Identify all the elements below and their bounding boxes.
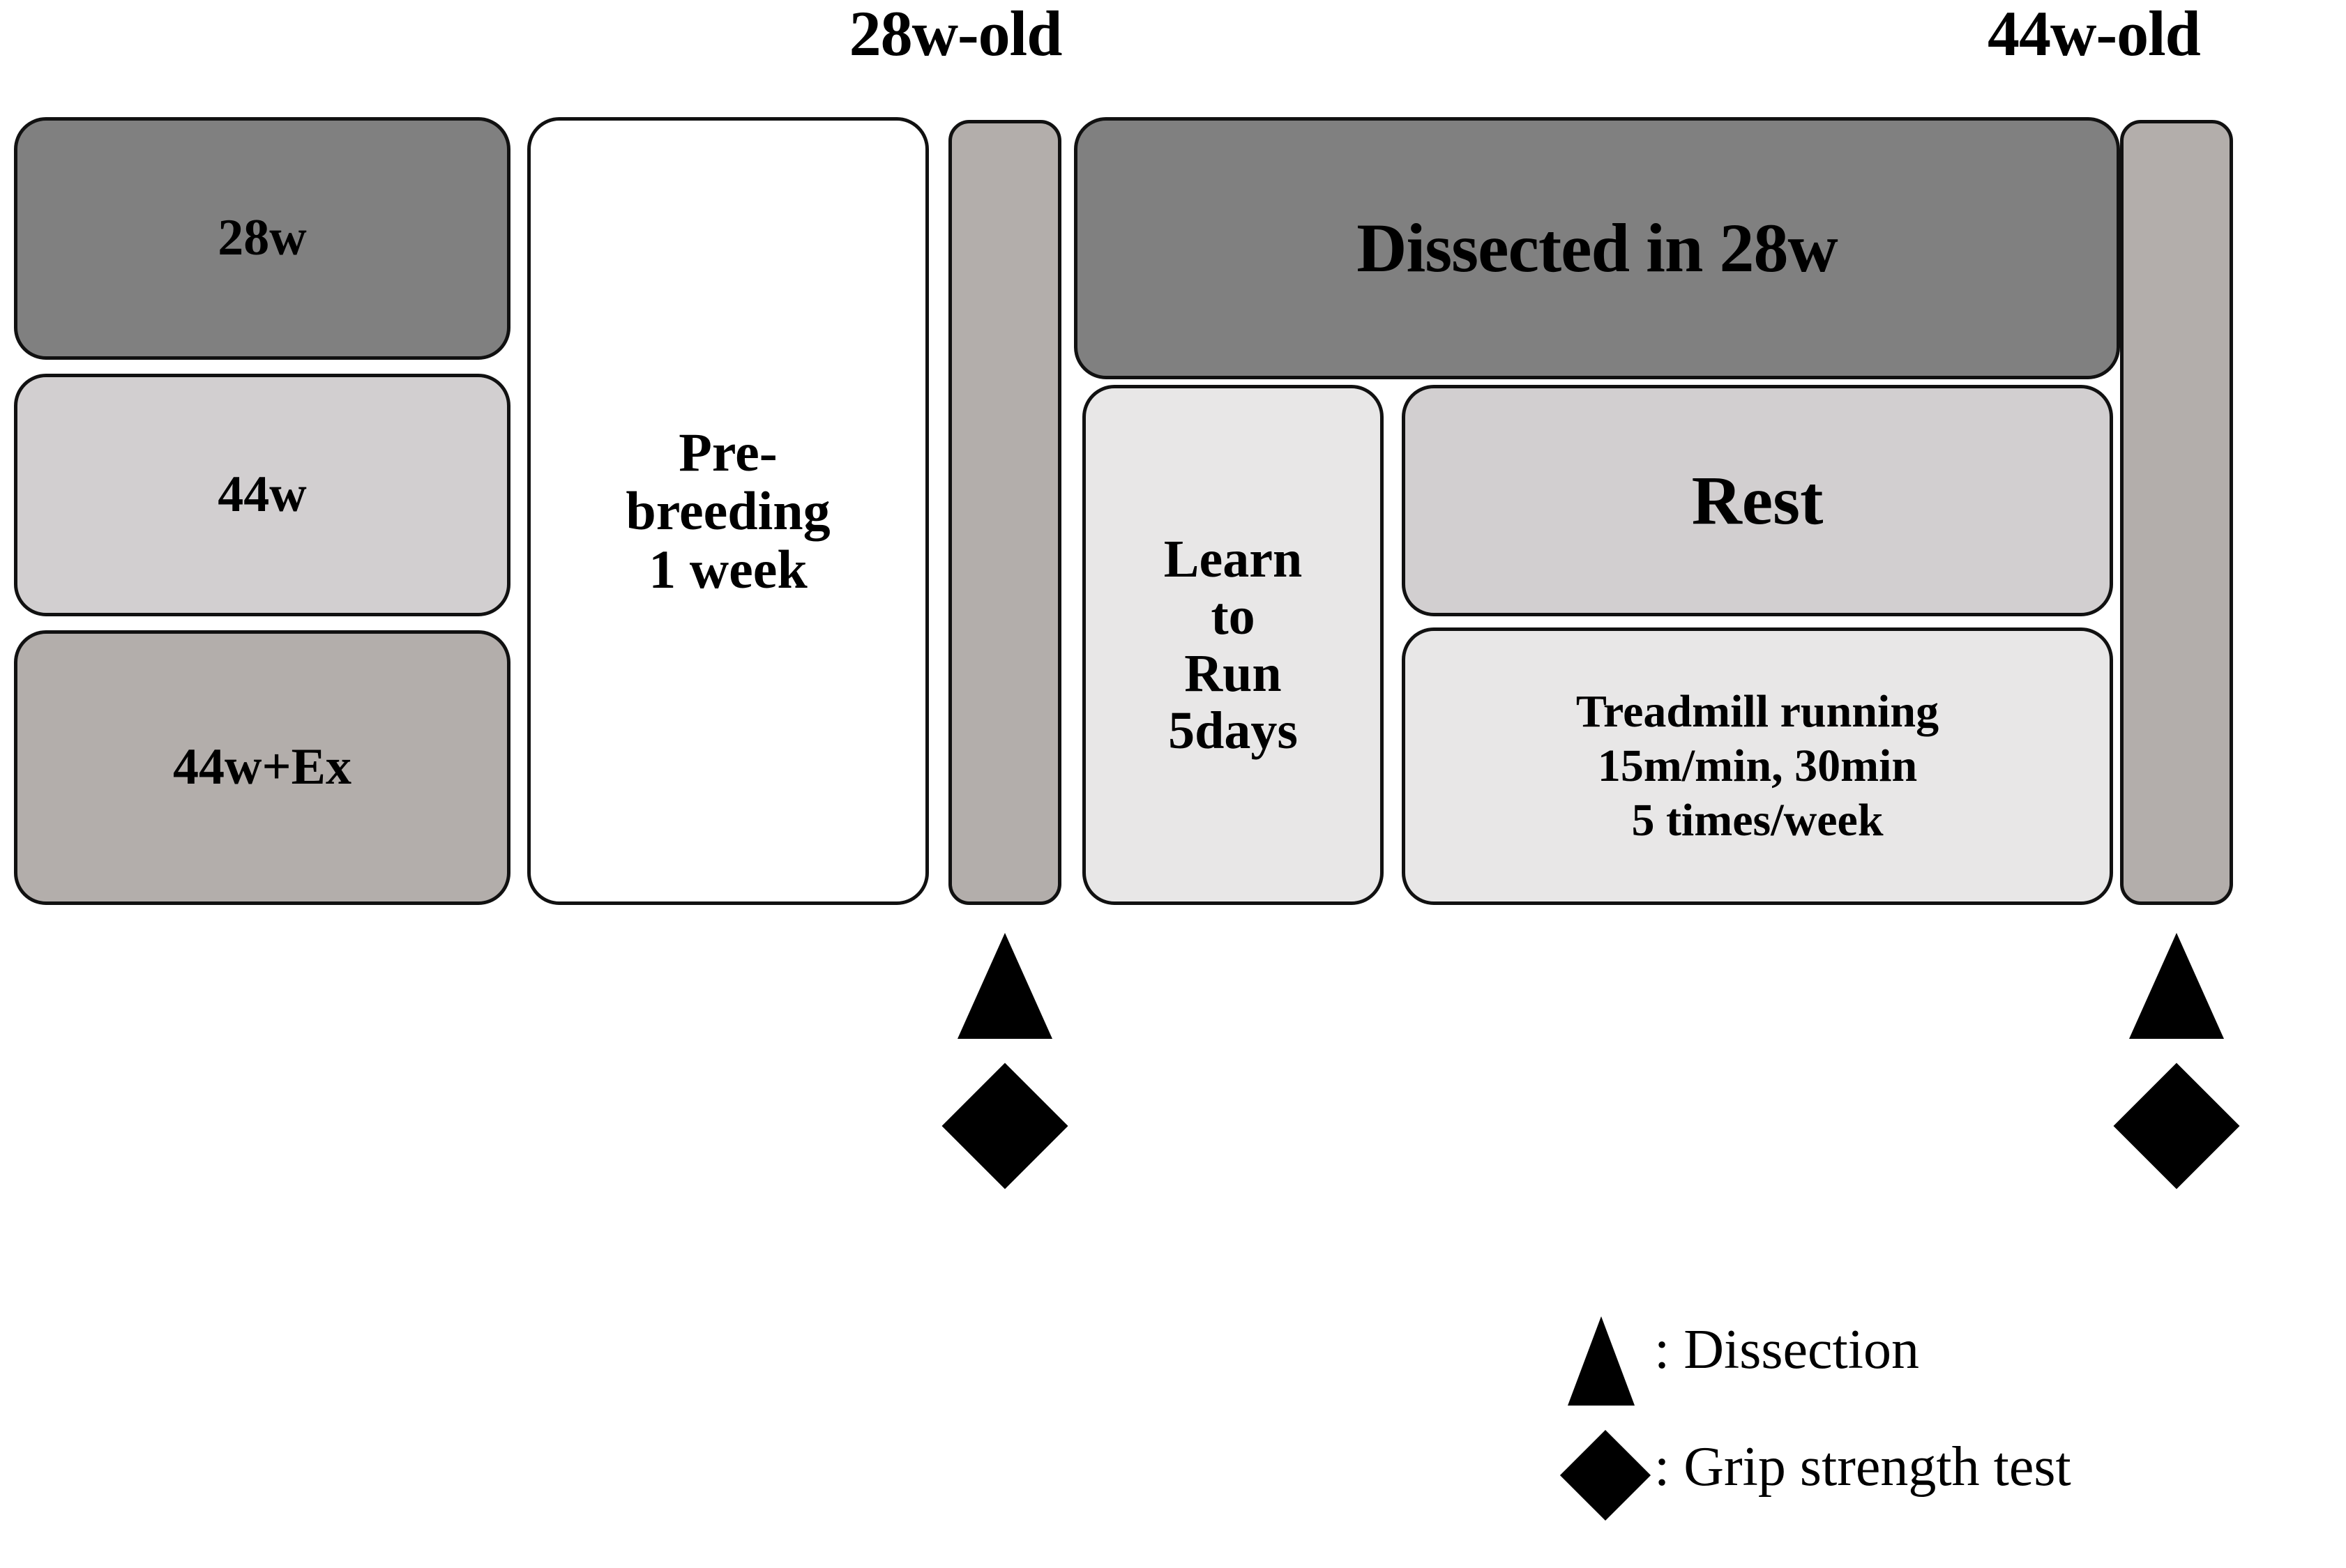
grip-strength-marker-28w-diamond-icon bbox=[941, 1063, 1068, 1189]
learn-to-run-line-2: to bbox=[1211, 586, 1255, 646]
grip-strength-marker-44w-diamond-icon bbox=[2113, 1063, 2240, 1189]
legend-item-dissection: : Dissection bbox=[1555, 1311, 2336, 1428]
phase-rest: Rest bbox=[1402, 385, 2113, 616]
phase-learn-to-run: Learn to Run 5days bbox=[1082, 385, 1384, 905]
treadmill-line-3: 5 times/week bbox=[1631, 794, 1884, 846]
group-label-text: 44w+Ex bbox=[173, 738, 351, 796]
group-label-text: 28w bbox=[218, 209, 307, 267]
dissection-marker-44w-triangle-icon bbox=[2129, 933, 2224, 1039]
rest-label: Rest bbox=[1691, 462, 1824, 539]
learn-to-run-line-3: Run bbox=[1184, 644, 1282, 703]
treadmill-line-2: 15m/min, 30min bbox=[1597, 740, 1918, 792]
group-label-44w: 44w bbox=[14, 374, 510, 616]
timepoint-header-44w-old: 44w-old bbox=[1988, 0, 2201, 69]
group-label-text: 44w bbox=[218, 466, 307, 524]
treadmill-line-1: Treadmill running bbox=[1575, 686, 1939, 738]
pre-breeding-line-3: 1 week bbox=[649, 539, 808, 600]
phase-pre-breeding: Pre- breeding 1 week bbox=[527, 117, 929, 905]
phase-dissected-28w: Dissected in 28w bbox=[1074, 117, 2120, 379]
group-label-28w: 28w bbox=[14, 117, 510, 360]
timepoint-header-28w-old: 28w-old bbox=[849, 0, 1063, 69]
legend-label-grip-strength-test: : Grip strength test bbox=[1654, 1436, 2071, 1498]
legend-item-grip-strength-test: : Grip strength test bbox=[1555, 1428, 2336, 1545]
dissection-marker-28w-triangle-icon bbox=[958, 933, 1052, 1039]
learn-to-run-line-4: 5days bbox=[1168, 701, 1298, 761]
timepoint-bar-28w bbox=[948, 120, 1061, 905]
pre-breeding-line-2: breeding bbox=[626, 480, 831, 541]
group-label-44w-ex: 44w+Ex bbox=[14, 630, 510, 905]
legend-label-dissection: : Dissection bbox=[1654, 1319, 1919, 1380]
dissected-label: Dissected in 28w bbox=[1356, 209, 1838, 287]
phase-treadmill-running: Treadmill running 15m/min, 30min 5 times… bbox=[1402, 627, 2113, 905]
learn-to-run-line-1: Learn bbox=[1163, 529, 1303, 588]
diamond-icon bbox=[1555, 1428, 1651, 1532]
legend: : Dissection : Grip strength test bbox=[1555, 1311, 2336, 1545]
timepoint-bar-44w bbox=[2120, 120, 2233, 905]
pre-breeding-line-1: Pre- bbox=[679, 421, 778, 482]
triangle-icon bbox=[1555, 1311, 1646, 1415]
